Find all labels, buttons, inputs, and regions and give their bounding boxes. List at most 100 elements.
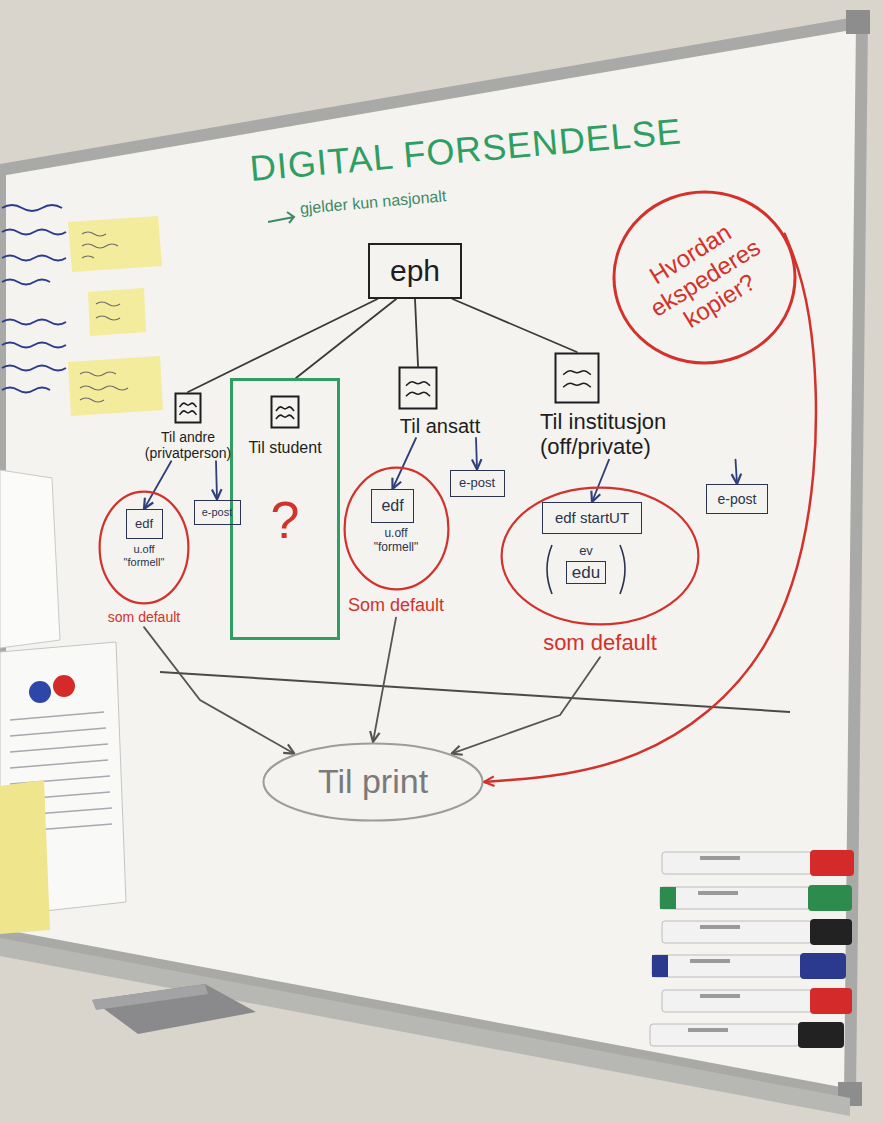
connector-arrow xyxy=(476,438,477,470)
student-frame: Til student? xyxy=(230,378,340,640)
recipient-icon: Til ansatt xyxy=(380,366,500,438)
channel-box: edf xyxy=(126,509,163,539)
eraser xyxy=(92,984,256,1034)
marker-cap xyxy=(810,850,854,876)
marker-body xyxy=(662,921,812,943)
connector-arrow xyxy=(592,460,609,502)
channel-box: edf startUT xyxy=(542,502,642,534)
magnet xyxy=(53,675,75,697)
scribble xyxy=(96,302,120,320)
marker-tray xyxy=(0,938,850,1116)
scribble xyxy=(2,256,66,261)
marker-body xyxy=(662,852,812,874)
node-text: Som default xyxy=(348,595,444,616)
icon-wave xyxy=(180,411,197,415)
marker-tip xyxy=(660,887,676,909)
icon-wave xyxy=(563,371,591,375)
hand-arrow xyxy=(268,212,294,223)
eraser-top xyxy=(92,984,208,1010)
document-icon xyxy=(270,395,300,429)
icon-wave xyxy=(276,407,294,411)
label-holder: gjelder kun nasjonalt xyxy=(300,200,447,218)
recipient-icon: Til andre (privatperson) xyxy=(132,392,244,461)
node-text: edu xyxy=(566,561,606,585)
node-text: Til student xyxy=(233,439,337,457)
merge-bar xyxy=(160,672,790,712)
icon-wave xyxy=(406,392,430,396)
icon-wave xyxy=(276,415,294,419)
marker-body xyxy=(650,1024,800,1046)
question-circle: Hvordan ekspederes kopier? xyxy=(612,190,797,365)
document-icon xyxy=(398,366,438,410)
node-text: u.off "formell" xyxy=(365,527,427,555)
default-ellipse: u.off "formell"som defaultedf xyxy=(98,490,190,627)
marker-cap xyxy=(798,1022,844,1048)
channel-box: ev edu xyxy=(558,544,614,584)
sticky-note xyxy=(68,216,162,272)
node-text: Hvordan ekspederes kopier? xyxy=(623,205,786,349)
icon-frame xyxy=(400,368,437,409)
scribble xyxy=(2,230,66,235)
diagram-title: DIGITAL FORSENDELSE xyxy=(248,110,683,189)
scribble xyxy=(2,280,50,285)
icon-frame xyxy=(556,354,599,403)
connector-arrow xyxy=(736,460,738,484)
channel-box: e-post xyxy=(450,470,505,497)
scribble xyxy=(2,205,62,211)
node-text: Til andre (privatperson) xyxy=(132,429,244,461)
paper-sheet xyxy=(0,470,60,648)
eph-box: eph xyxy=(368,243,462,299)
node-text: edf xyxy=(135,517,153,532)
scribble xyxy=(80,372,128,402)
recipient-icon: Til institusjon (off/private) xyxy=(540,352,770,460)
channel-box: e-post xyxy=(706,484,768,514)
sticky-note xyxy=(0,780,50,934)
connector-arrow xyxy=(393,438,417,489)
marker-label-stripe xyxy=(688,858,740,1030)
marker-body xyxy=(652,955,802,977)
frame-corner xyxy=(846,10,870,34)
whiteboard xyxy=(0,22,862,1095)
note-label: gjelder kun nasjonalt xyxy=(299,187,447,218)
marker-tip xyxy=(652,955,668,977)
connector-arrow xyxy=(144,627,294,754)
connector-arrow xyxy=(452,657,600,753)
print-ellipse: Til print xyxy=(262,742,484,822)
scribble xyxy=(82,232,118,258)
marker-cap xyxy=(810,919,852,945)
node-text: e-post xyxy=(459,476,495,491)
marker-cap xyxy=(800,953,846,979)
ellipse-line xyxy=(264,744,483,821)
bracket xyxy=(547,545,552,594)
connector-arrow xyxy=(296,299,396,378)
sticky-note xyxy=(68,356,163,416)
node-text: e-post xyxy=(202,506,233,519)
node-text: eph xyxy=(390,254,440,289)
scribble xyxy=(2,388,50,393)
default-ellipse: u.off "formell" Som default edf xyxy=(343,466,450,618)
icon-frame xyxy=(272,397,299,428)
node-text: ? xyxy=(233,491,337,551)
icon-wave xyxy=(563,383,591,387)
icon-frame xyxy=(176,394,201,423)
node-text: u.off "formell" xyxy=(115,543,173,568)
ellipse-line xyxy=(614,192,795,363)
node-text: edf startUT xyxy=(555,509,629,526)
node-text: som default xyxy=(543,630,657,655)
node-text: e-post xyxy=(718,491,757,507)
node-text: edf xyxy=(381,497,403,515)
connector-arrow xyxy=(453,299,577,352)
node-text: ev xyxy=(579,544,593,559)
title-holder: DIGITAL FORSENDELSE xyxy=(250,148,683,189)
ellipse-line xyxy=(100,492,189,604)
ellipse-line xyxy=(344,468,448,590)
bracket xyxy=(620,545,625,594)
connector-arrow xyxy=(216,461,217,499)
marker-pens xyxy=(650,850,854,1048)
scribble xyxy=(2,320,66,325)
scribble xyxy=(2,343,66,348)
marker-body xyxy=(662,990,812,1012)
connector-arrow xyxy=(415,299,418,366)
document-icon xyxy=(174,392,202,424)
channel-box: e-post xyxy=(194,500,241,525)
